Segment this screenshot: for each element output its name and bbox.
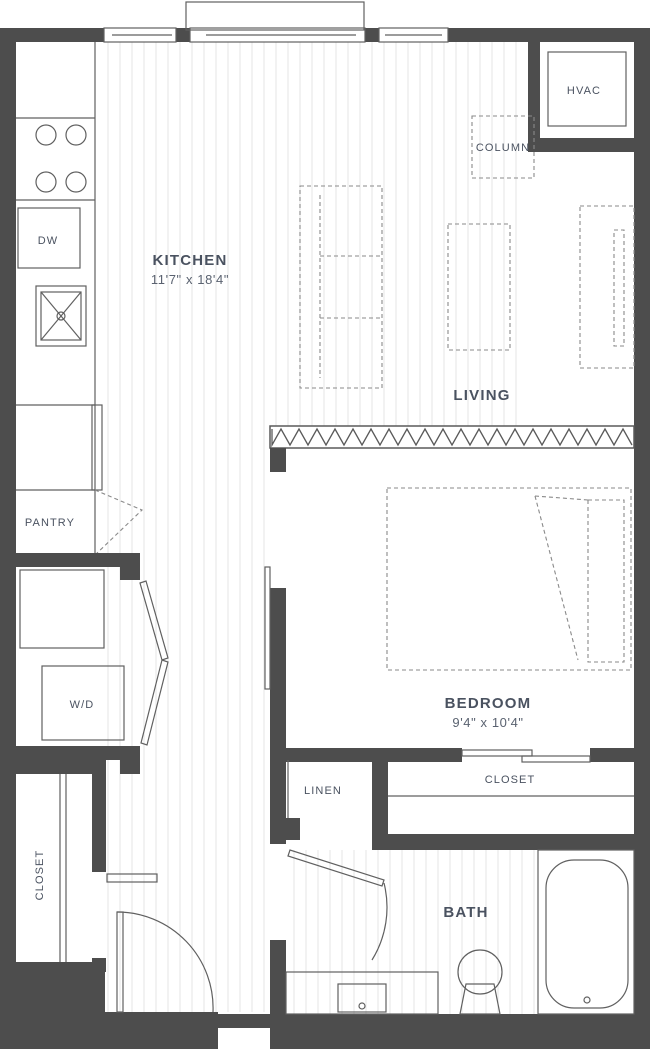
column-label: COLUMN [476,142,530,154]
bedroom-sliding-door [264,566,271,690]
kitchen-dimensions: 11'7" x 18'4" [151,272,229,287]
bath-door [287,849,388,961]
living-furniture [299,185,635,389]
laundry-walls [16,553,140,774]
room-divider [269,425,635,449]
window [103,1,449,43]
bed [386,487,632,671]
linen-label: LINEN [304,785,342,797]
washer-dryer [19,569,125,741]
laundry-doors [139,580,169,746]
bedroom-closet [372,749,634,850]
pantry-label: PANTRY [25,517,75,529]
bedroom-dimensions: 9'4" x 10'4" [452,715,523,730]
kitchen-counter [16,42,103,555]
hvac-closet [528,42,634,152]
entry-closet-label: CLOSET [34,850,46,901]
pantry-door [94,489,143,556]
dishwasher-label: DW [38,235,59,247]
sink-icon [35,285,87,347]
bedroom-walls [270,448,634,844]
floor-planks [107,42,535,1014]
linen-closet [286,760,300,840]
washer-dryer-label: W/D [70,699,95,711]
column [471,115,535,179]
entry-closet [16,760,106,972]
bath-label: BATH [443,904,488,921]
range-icon [35,124,87,193]
hvac-label: HVAC [567,85,601,97]
bedroom-label: BEDROOM [445,695,532,712]
bedroom-closet-label: CLOSET [485,774,536,786]
entry-door [106,873,214,1013]
dishwasher [17,207,81,269]
bath-fixtures [285,849,635,1015]
living-label: LIVING [453,387,510,404]
exterior-walls [0,28,650,1049]
bath-walls [218,940,286,1028]
labels: KITCHEN 11'7" x 18'4" LIVING BEDROOM 9'4… [25,85,601,921]
kitchen-label: KITCHEN [152,252,227,269]
